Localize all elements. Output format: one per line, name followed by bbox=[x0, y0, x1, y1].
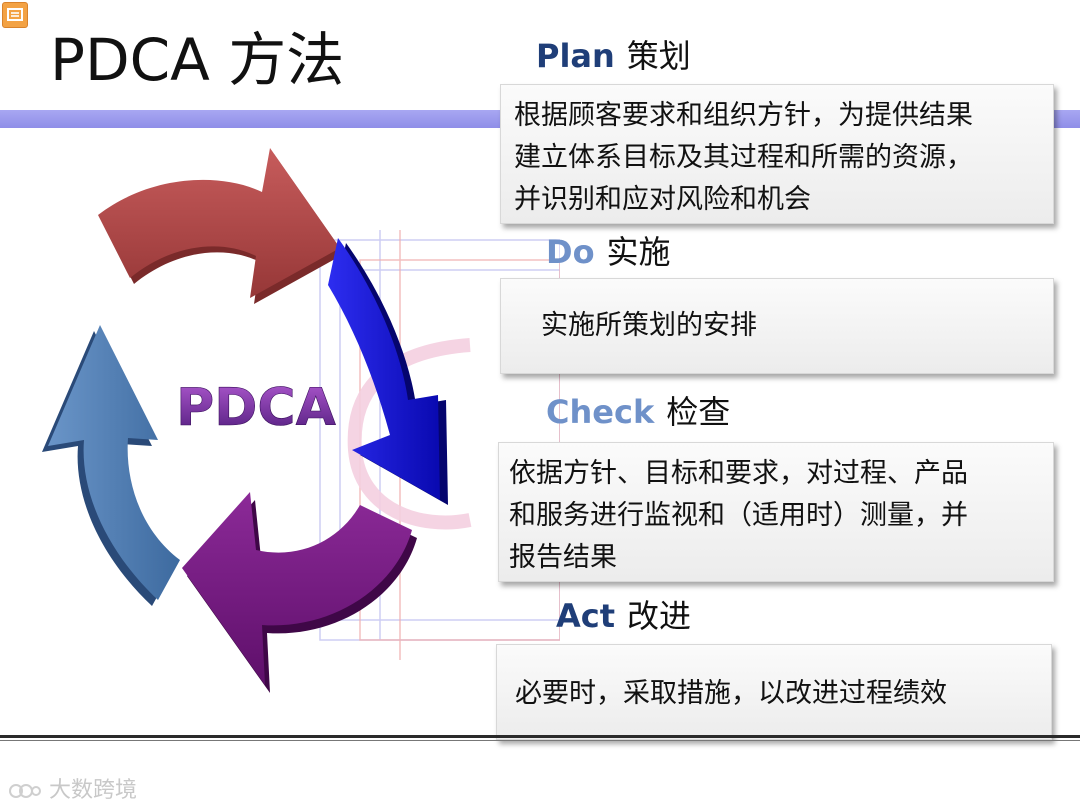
bottom-divider-thin bbox=[0, 740, 1080, 741]
check-arrow-icon bbox=[182, 492, 417, 693]
act-description-box: 必要时，采取措施，以改进过程绩效 bbox=[496, 644, 1052, 740]
do-description-box: 实施所策划的安排 bbox=[500, 278, 1054, 374]
plan-description-box: 根据顾客要求和组织方针，为提供结果 建立体系目标及其过程和所需的资源， 并识别和… bbox=[500, 84, 1054, 224]
pdca-center-label: PDCA bbox=[176, 378, 336, 438]
act-arrow-icon bbox=[42, 325, 180, 606]
slide-title: PDCA 方法 bbox=[50, 26, 345, 94]
check-line-1: 依据方针、目标和要求，对过程、产品 bbox=[509, 458, 968, 489]
watermark-logo-icon bbox=[8, 781, 42, 801]
act-line-1: 必要时，采取措施，以改进过程绩效 bbox=[515, 678, 947, 709]
watermark-text: 大数跨境 bbox=[49, 778, 138, 803]
do-heading: Do 实施 bbox=[546, 232, 671, 272]
do-heading-zh: 实施 bbox=[606, 233, 671, 271]
check-description-box: 依据方针、目标和要求，对过程、产品 和服务进行监视和（适用时）测量，并 报告结果 bbox=[498, 442, 1054, 582]
check-heading: Check 检查 bbox=[546, 392, 730, 432]
act-heading-zh: 改进 bbox=[627, 597, 692, 635]
plan-line-1: 根据顾客要求和组织方针，为提供结果 bbox=[514, 100, 973, 131]
check-line-2: 和服务进行监视和（适用时）测量，并 bbox=[509, 500, 968, 531]
pdca-cycle-diagram: PDCA bbox=[42, 148, 560, 693]
plan-heading-zh: 策划 bbox=[626, 37, 691, 75]
bottom-divider bbox=[0, 735, 1080, 738]
check-heading-zh: 检查 bbox=[666, 393, 731, 431]
plan-line-2: 建立体系目标及其过程和所需的资源， bbox=[514, 142, 973, 173]
plan-heading: Plan 策划 bbox=[536, 36, 691, 76]
plan-arrow-icon bbox=[98, 148, 344, 304]
plan-line-3: 并识别和应对风险和机会 bbox=[514, 184, 811, 215]
do-heading-en: Do bbox=[546, 233, 595, 271]
note-icon[interactable] bbox=[2, 2, 28, 28]
act-heading-en: Act bbox=[556, 597, 616, 635]
act-heading: Act 改进 bbox=[556, 596, 691, 636]
do-arrow-icon bbox=[328, 238, 448, 505]
watermark: 大数跨境 bbox=[8, 772, 137, 804]
check-heading-en: Check bbox=[546, 393, 655, 431]
check-line-3: 报告结果 bbox=[509, 542, 617, 573]
plan-heading-en: Plan bbox=[536, 37, 615, 75]
do-line-1: 实施所策划的安排 bbox=[541, 310, 757, 341]
